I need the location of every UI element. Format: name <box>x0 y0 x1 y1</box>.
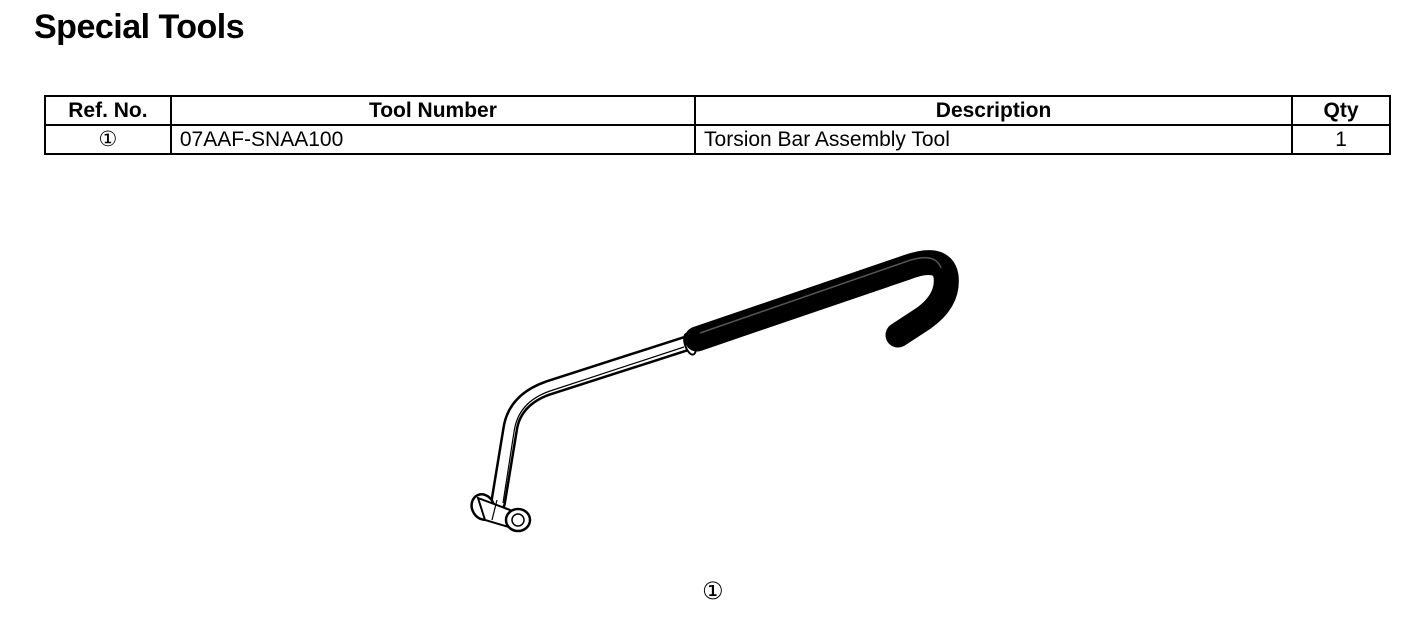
header-description: Description <box>694 95 1294 126</box>
header-tool-number: Tool Number <box>169 95 697 126</box>
cell-qty: 1 <box>1291 124 1391 155</box>
illustration-callout: ① <box>702 577 724 605</box>
tool-shaft-outline <box>490 335 696 511</box>
cell-tool-number: 07AAF-SNAA100 <box>169 124 697 155</box>
page-title: Special Tools <box>34 8 245 46</box>
tool-collar <box>683 332 697 356</box>
cell-description: Torsion Bar Assembly Tool <box>694 124 1294 155</box>
special-tools-table: Ref. No. Tool Number Description Qty ① 0… <box>44 95 1391 155</box>
cell-ref-no: ① <box>44 124 172 155</box>
tool-grip <box>684 250 959 352</box>
table-row: ① 07AAF-SNAA100 Torsion Bar Assembly Too… <box>44 124 1391 155</box>
tool-shaft-fill <box>492 337 694 509</box>
header-ref-no: Ref. No. <box>44 95 172 126</box>
header-qty: Qty <box>1291 95 1391 126</box>
tool-shaft-highlight <box>502 346 685 504</box>
tool-grip-highlight <box>699 256 942 334</box>
table-header-row: Ref. No. Tool Number Description Qty <box>44 95 1391 126</box>
tool-socket-head <box>470 493 532 533</box>
